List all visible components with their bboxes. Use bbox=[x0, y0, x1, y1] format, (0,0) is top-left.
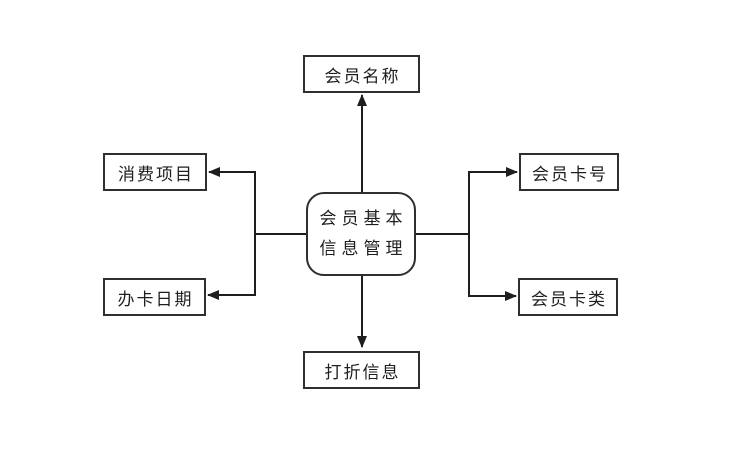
node-member-card-type: 会员卡类 bbox=[518, 278, 618, 316]
node-card-issue-date: 办卡日期 bbox=[103, 278, 206, 316]
connector-left-branch bbox=[254, 171, 306, 296]
center-label-line2: 信息管理 bbox=[319, 239, 408, 258]
node-label: 会员名称 bbox=[324, 66, 401, 86]
connector-right-branch bbox=[416, 171, 470, 297]
node-label: 会员卡类 bbox=[531, 289, 607, 309]
center-label-line1: 会员基本 bbox=[319, 209, 408, 228]
node-label: 办卡日期 bbox=[117, 289, 194, 309]
node-consumption-item: 消费项目 bbox=[103, 153, 207, 191]
node-member-name: 会员名称 bbox=[303, 55, 420, 93]
node-member-card-number: 会员卡号 bbox=[519, 153, 619, 191]
node-discount-info: 打折信息 bbox=[303, 351, 420, 389]
node-member-basic-info-management: 会员基本 信息管理 bbox=[306, 192, 416, 276]
node-label: 消费项目 bbox=[118, 164, 194, 184]
node-label: 打折信息 bbox=[324, 362, 401, 382]
node-label: 会员卡号 bbox=[532, 164, 608, 184]
